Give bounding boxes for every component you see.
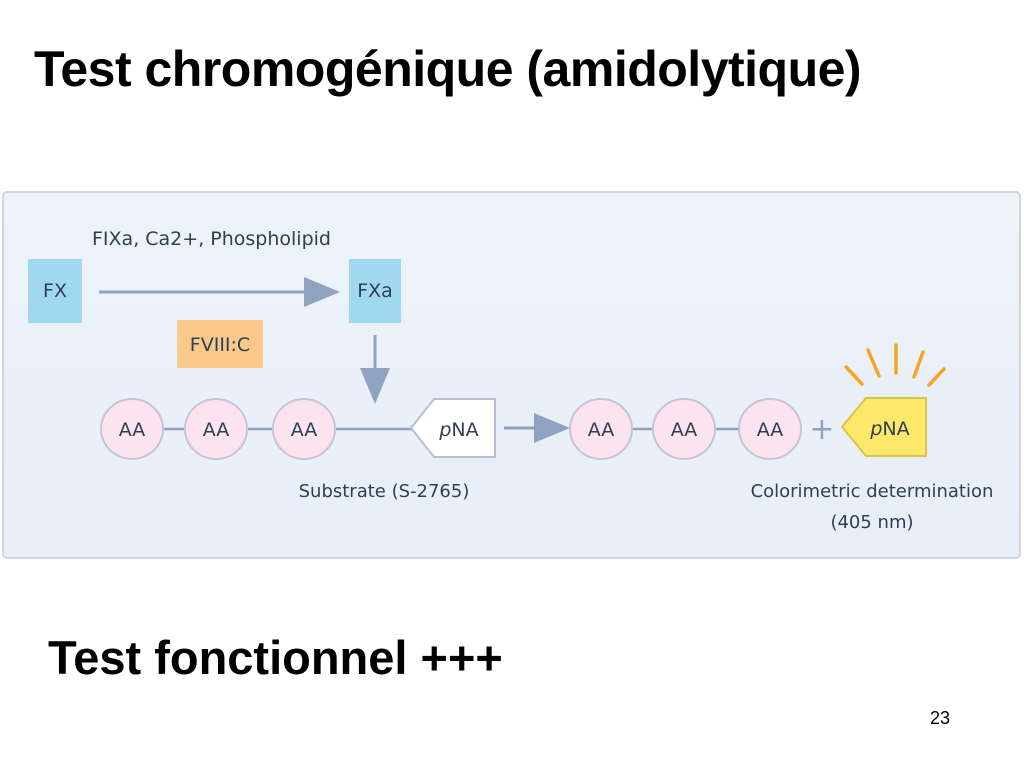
light-ray — [866, 348, 881, 378]
pna-tag-shape — [409, 398, 496, 458]
aa-circle — [738, 398, 802, 460]
pna-label: pNA — [438, 419, 478, 441]
pna-tag-shape — [840, 397, 927, 457]
released-pna-tag: pNA — [840, 397, 927, 457]
product-aa-2: AA — [652, 398, 716, 460]
fx-box — [28, 259, 82, 323]
aa-label: AA — [588, 419, 615, 441]
aa-label: AA — [291, 419, 318, 441]
light-ray — [927, 367, 946, 387]
aa-label: AA — [119, 419, 146, 441]
aa-label: AA — [203, 419, 230, 441]
light-rays-icon — [844, 343, 946, 387]
page-number: 23 — [930, 708, 951, 728]
plus-sign: + — [809, 412, 834, 447]
fviii-box — [177, 320, 263, 368]
fxa-box — [349, 259, 401, 323]
aa-circle — [569, 398, 633, 460]
fviii-label: FVIII:C — [190, 334, 250, 356]
fxa-label: FXa — [357, 280, 393, 302]
substrate-pna-tag: pNA — [409, 398, 496, 458]
pna-label: pNA — [869, 418, 909, 440]
reaction-diagram-panel: FIXa, Ca2+, Phospholipid FX FXa FVIII:C … — [2, 191, 1021, 559]
product-aa-3: AA — [738, 398, 802, 460]
functional-test-note: Test fonctionnel +++ — [48, 631, 503, 684]
slide-title: Test chromogénique (amidolytique) — [34, 41, 862, 97]
aa-label: AA — [671, 419, 698, 441]
aa-circle — [184, 398, 248, 460]
substrate-aa-1: AA — [100, 398, 164, 460]
colorimetric-label: Colorimetric determination — [751, 481, 994, 502]
aa-circle — [100, 398, 164, 460]
aa-label: AA — [757, 419, 784, 441]
reaction-diagram: FIXa, Ca2+, Phospholipid FX FXa FVIII:C … — [28, 228, 994, 533]
aa-circle — [652, 398, 716, 460]
substrate-aa-2: AA — [184, 398, 248, 460]
aa-circle — [272, 398, 336, 460]
light-ray — [912, 350, 925, 379]
light-ray — [844, 365, 864, 386]
fx-label: FX — [43, 280, 67, 302]
substrate-aa-3: AA — [272, 398, 336, 460]
substrate-label: Substrate (S-2765) — [299, 481, 470, 502]
wavelength-label: (405 nm) — [830, 512, 913, 533]
product-aa-1: AA — [569, 398, 633, 460]
cofactors-label: FIXa, Ca2+, Phospholipid — [92, 228, 331, 250]
